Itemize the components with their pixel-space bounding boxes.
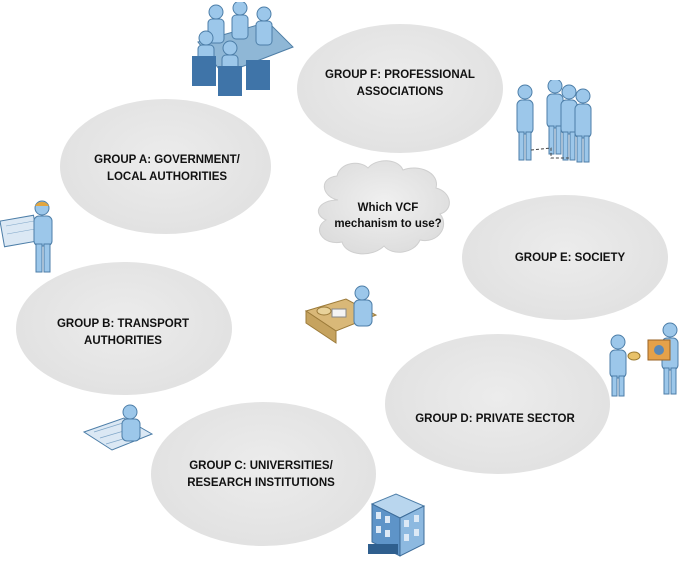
center-line1: Which VCF bbox=[357, 202, 419, 214]
group-b-line1: GROUP B: TRANSPORT bbox=[56, 318, 190, 330]
group-c-line2: RESEARCH INSTITUTIONS bbox=[187, 477, 335, 489]
group-a-line2: LOCAL AUTHORITIES bbox=[106, 171, 228, 183]
group-f-line2: ASSOCIATIONS bbox=[356, 86, 444, 98]
group-b-line2: AUTHORITIES bbox=[84, 335, 162, 347]
label-group-d: GROUP D: PRIVATE SECTOR bbox=[415, 411, 575, 428]
office-building-icon bbox=[368, 493, 426, 557]
ellipse-group-f bbox=[297, 24, 503, 153]
group-f-line1: GROUP F: PROFESSIONAL bbox=[325, 69, 475, 81]
label-group-e: GROUP E: SOCIETY bbox=[515, 250, 625, 267]
group-a-line1: GROUP A: GOVERNMENT/ bbox=[94, 154, 240, 166]
center-question: Which VCF mechanism to use? bbox=[334, 200, 441, 232]
ellipse-group-c bbox=[151, 402, 376, 546]
meeting-table-icon bbox=[192, 2, 294, 96]
ellipse-group-b bbox=[16, 262, 232, 395]
center-line2: mechanism to use? bbox=[334, 218, 442, 230]
ellipse-group-a bbox=[60, 99, 271, 234]
label-group-c: GROUP C: UNIVERSITIES/ RESEARCH INSTITUT… bbox=[187, 458, 335, 492]
trader-delivering-package-icon bbox=[609, 322, 679, 397]
ellipse-group-d bbox=[385, 334, 610, 474]
planner-with-blueprint-icon bbox=[0, 200, 53, 273]
researcher-at-drafting-table-icon bbox=[82, 404, 154, 451]
group-d-line1: GROUP D: PRIVATE SECTOR bbox=[415, 413, 575, 425]
label-group-a: GROUP A: GOVERNMENT/ LOCAL AUTHORITIES bbox=[94, 152, 240, 186]
group-e-line1: GROUP E: SOCIETY bbox=[514, 252, 626, 264]
person-at-desk-icon bbox=[304, 285, 378, 344]
group-c-line1: GROUP C: UNIVERSITIES/ bbox=[189, 460, 333, 472]
label-group-b: GROUP B: TRANSPORT AUTHORITIES bbox=[57, 316, 189, 350]
group-of-people-icon bbox=[516, 80, 592, 163]
ellipse-group-e bbox=[462, 195, 668, 320]
label-group-f: GROUP F: PROFESSIONAL ASSOCIATIONS bbox=[325, 67, 475, 101]
